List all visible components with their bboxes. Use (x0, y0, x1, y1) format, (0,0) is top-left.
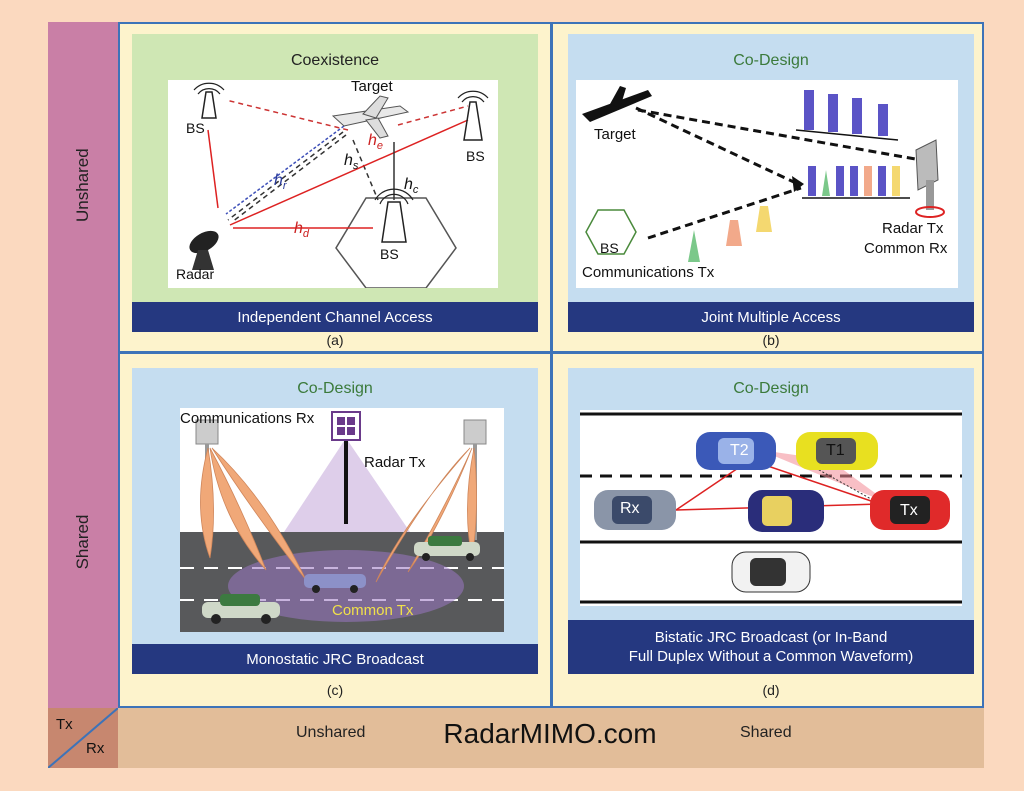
monostatic-diagram (180, 411, 504, 632)
radar-dish-icon (189, 230, 219, 270)
car-center (748, 490, 824, 532)
hs-path (352, 139, 379, 201)
panel-b-illustration: Target BS Communications Tx Radar Tx Com… (576, 80, 958, 288)
target-to-radar-path (635, 106, 799, 186)
bs-label: BS (600, 240, 619, 256)
common-tx-label: Common Tx (332, 602, 414, 619)
cell-hexagon (335, 197, 457, 289)
panel-a-illustration: BS BS BS Target Radar hr he hs hc hd (168, 78, 498, 289)
car-tx (870, 490, 950, 530)
bs-center-label: BS (380, 246, 399, 262)
panel-a-caption: (a) (326, 332, 344, 348)
echo-path-2 (231, 134, 347, 223)
joint-access-diagram (582, 86, 945, 262)
target-label: Target (594, 126, 636, 143)
car-t1 (796, 432, 878, 470)
radar-spectrum-bars (804, 90, 888, 136)
bs-center-tower (374, 188, 414, 243)
panel-d-caption: (d) (762, 682, 780, 698)
quadrant-grid: Coexistence (118, 22, 984, 708)
target-to-rx-path (637, 108, 922, 162)
car-center (304, 574, 366, 593)
arrow-head (792, 176, 804, 192)
airplane-icon (331, 95, 410, 139)
panel-d: Co-Design (568, 368, 974, 674)
panel-d-band-line1: Bistatic JRC Broadcast (or In-Band (654, 629, 888, 646)
common-rx-label: Common Rx (864, 240, 948, 257)
row-axis-bar: Unshared Shared (48, 22, 118, 708)
panel-c: Co-Design (132, 368, 538, 674)
car-white (731, 551, 811, 593)
col-axis-bar: Unshared Shared (118, 708, 984, 768)
bistatic-diagram (580, 412, 962, 604)
car-rx (594, 490, 676, 530)
tx-label: Tx (900, 502, 918, 519)
panel-c-illustration: Communications Rx Radar Tx Common Tx (180, 408, 504, 632)
panel-d-band-line2: Full Duplex Without a Common Waveform) (628, 648, 914, 665)
bs-left-target-link (225, 99, 349, 131)
bs-hexagon (585, 209, 637, 255)
radar-beam (760, 450, 890, 504)
t1-label: T1 (826, 442, 845, 459)
axis-corner: Tx Rx (48, 708, 118, 768)
radar-label: Radar (176, 266, 215, 282)
row-label-unshared: Unshared (73, 148, 92, 222)
watermark-text: RadarMIMO.com (443, 718, 657, 749)
he-label: he (368, 132, 384, 153)
radar-pole (344, 438, 348, 524)
comm-rx-label: Communications Rx (180, 410, 315, 427)
t2-label: T2 (730, 442, 749, 459)
vertical-divider (550, 24, 553, 706)
panel-c-band: Monostatic JRC Broadcast (132, 644, 538, 674)
echo-path (227, 131, 344, 221)
corner-rx-label: Rx (86, 740, 105, 757)
panel-d-band: Bistatic JRC Broadcast (or In-Band Full … (568, 620, 974, 674)
panel-b-band: Joint Multiple Access (568, 302, 974, 332)
panel-a-band: Independent Channel Access (132, 302, 538, 332)
bs-left-label: BS (186, 120, 205, 136)
hs-label: hs (344, 152, 359, 173)
radar-tx-label: Radar Tx (882, 220, 944, 237)
row-label-shared: Shared (73, 514, 92, 570)
col-label-unshared: Unshared (296, 724, 366, 741)
radar-tx-label: Radar Tx (364, 454, 426, 471)
target-label: Target (351, 78, 393, 95)
corner-diagonal (48, 708, 118, 768)
car-top-right (414, 536, 480, 561)
radar-antenna-icon (331, 411, 361, 441)
panel-c-title: Co-Design (297, 380, 373, 397)
corner-tx-label: Tx (56, 716, 73, 733)
radar-tower-icon (915, 139, 945, 218)
interference-right (229, 119, 469, 226)
panel-d-title: Co-Design (733, 380, 809, 397)
panel-b: Co-Design (568, 34, 974, 332)
bs-right-tower (457, 90, 489, 141)
panel-b-caption: (b) (762, 332, 780, 348)
interference-left (207, 129, 219, 209)
col-label-shared: Shared (740, 724, 792, 741)
panel-a: Coexistence (132, 34, 538, 332)
panel-c-caption: (c) (326, 682, 344, 698)
car-t2 (696, 432, 776, 470)
hd-label: hd (294, 220, 310, 241)
coexistence-diagram (189, 82, 489, 289)
comm-tx-label: Communications Tx (582, 264, 715, 281)
hc-label: hc (404, 176, 419, 197)
panel-a-title: Coexistence (290, 52, 380, 69)
combined-spectrum (802, 166, 910, 199)
bs-to-rx-path (647, 186, 802, 240)
bs-right-label: BS (466, 148, 485, 164)
hr-label: hr (274, 172, 287, 193)
rx-label: Rx (620, 500, 640, 517)
car-bottom-left (202, 594, 280, 624)
panel-d-illustration: T2 T1 Rx Tx (580, 410, 962, 606)
hr-path (225, 125, 345, 215)
bs-left-tower (193, 82, 225, 119)
comm-spectrum (688, 206, 772, 262)
panel-b-title: Co-Design (733, 52, 809, 69)
bs-right-target-link (397, 105, 469, 126)
comm-beams (200, 447, 477, 583)
